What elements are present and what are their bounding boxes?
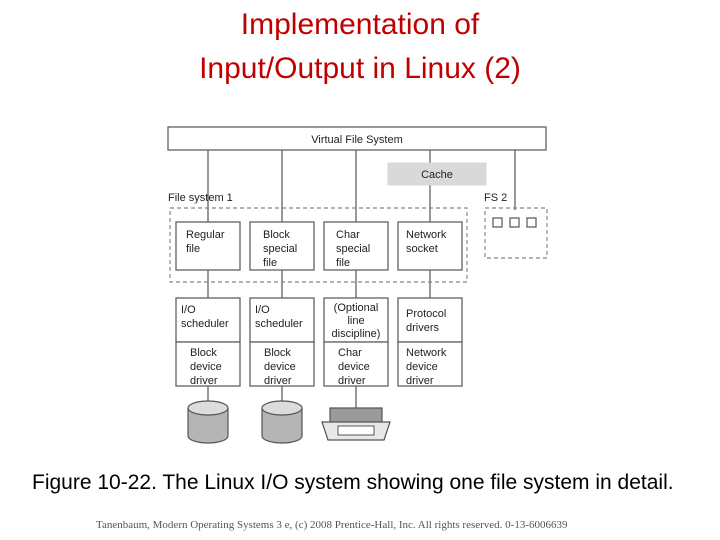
- network-socket-box: [397, 221, 463, 271]
- char-special-file-box: [323, 221, 389, 271]
- disk-icon: [261, 400, 303, 444]
- vfs-label: Virtual File System: [311, 134, 403, 146]
- block-special-file-box: [249, 221, 315, 271]
- fs2-dashed-region: [484, 207, 548, 259]
- slide-title-line-1: Implementation of: [240, 8, 480, 41]
- char-device-driver-box: [323, 341, 389, 387]
- vfs-box: [167, 126, 547, 151]
- regular-file-box: [175, 221, 241, 271]
- fs2-square: [492, 217, 503, 228]
- disk-icon: [187, 400, 229, 444]
- fs1-label: File system 1: [168, 192, 233, 204]
- io-scheduler-box: [249, 297, 315, 343]
- fs2-label: FS 2: [484, 192, 507, 204]
- cache-box: [387, 162, 487, 186]
- copyright-footer: Tanenbaum, Modern Operating Systems 3 e,…: [96, 519, 568, 531]
- fs2-square: [526, 217, 537, 228]
- printer-icon: [321, 407, 391, 441]
- io-scheduler-box: [175, 297, 241, 343]
- figure-caption: Figure 10-22. The Linux I/O system showi…: [32, 471, 674, 494]
- cache-label: Cache: [421, 169, 453, 181]
- fs2-square: [509, 217, 520, 228]
- block-device-driver-box: [175, 341, 241, 387]
- block-device-driver-box: [249, 341, 315, 387]
- protocol-drivers-box: [397, 297, 463, 343]
- slide-title-line-2: Input/Output in Linux (2): [199, 52, 521, 85]
- network-device-driver-box: [397, 341, 463, 387]
- connector-lines: [207, 150, 516, 408]
- fs1-dashed-region: [169, 207, 468, 283]
